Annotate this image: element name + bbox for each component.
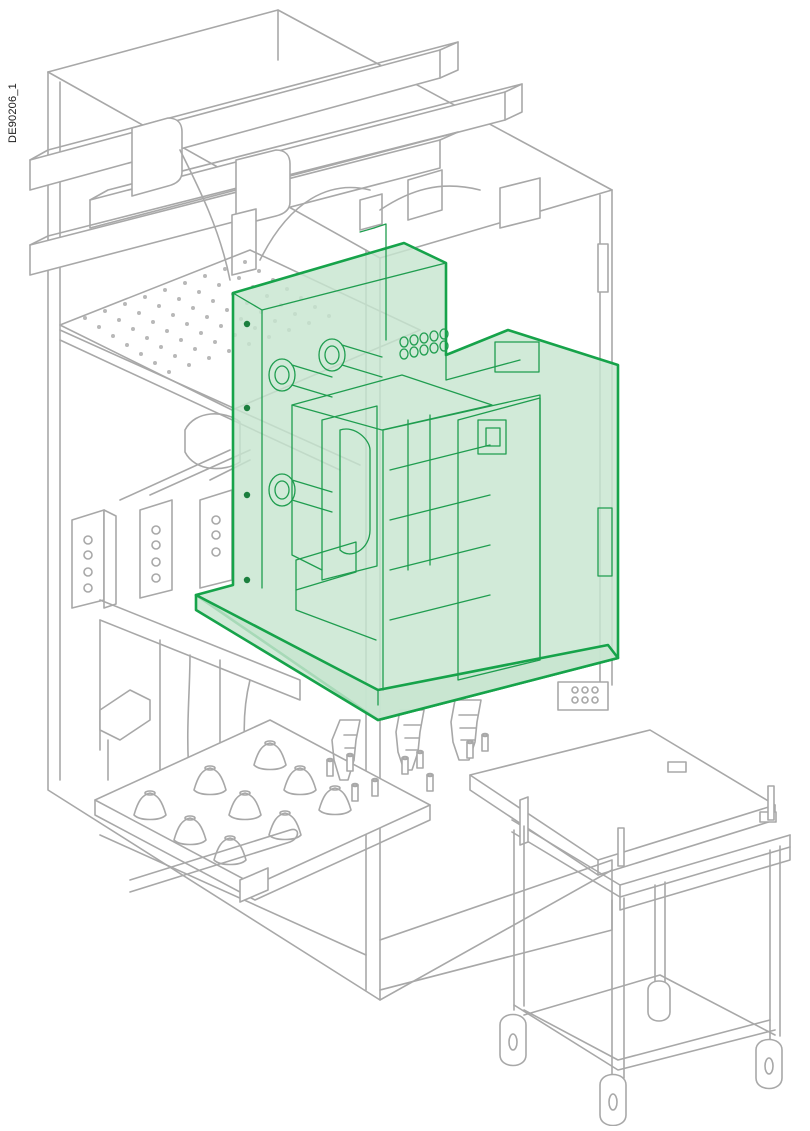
cable-cone	[268, 810, 302, 841]
aux-contact	[399, 348, 409, 360]
terminal-stud	[416, 749, 424, 769]
panel-details	[557, 243, 609, 711]
bushing	[318, 338, 383, 378]
figure-reference-code: DE90206_1	[6, 68, 20, 158]
terminal-stud	[346, 752, 354, 772]
terminal-stud	[371, 777, 379, 797]
cable-cone	[173, 815, 207, 846]
cable-cone	[253, 740, 287, 771]
cable-cone	[193, 765, 227, 796]
aux-contact	[429, 330, 439, 342]
terminal-stud	[426, 772, 434, 792]
aux-contact	[419, 344, 429, 356]
aux-contact	[409, 346, 419, 358]
busbars	[29, 41, 541, 281]
aux-contact	[439, 328, 449, 340]
terminal-stud	[326, 757, 334, 777]
bushing	[268, 473, 333, 513]
cable-cone	[228, 790, 262, 821]
aux-contact	[409, 334, 419, 346]
aux-contact	[399, 336, 409, 348]
aux-contact	[419, 332, 429, 344]
reference-code-text: DE90206_1	[7, 83, 19, 143]
cable-cone	[283, 765, 317, 796]
circuit-breaker-highlight	[194, 223, 620, 722]
current-transformers	[71, 413, 251, 609]
cable-cone	[318, 785, 352, 816]
bushing	[268, 358, 333, 398]
service-trolley	[469, 729, 791, 1127]
aux-contact	[439, 340, 449, 352]
terminal-stud	[401, 755, 409, 775]
insulator-spouts	[326, 699, 489, 802]
cable-cone	[133, 790, 167, 821]
aux-contact	[429, 342, 439, 354]
terminal-stud	[466, 739, 474, 759]
terminal-stud	[351, 782, 359, 802]
terminal-stud	[481, 732, 489, 752]
